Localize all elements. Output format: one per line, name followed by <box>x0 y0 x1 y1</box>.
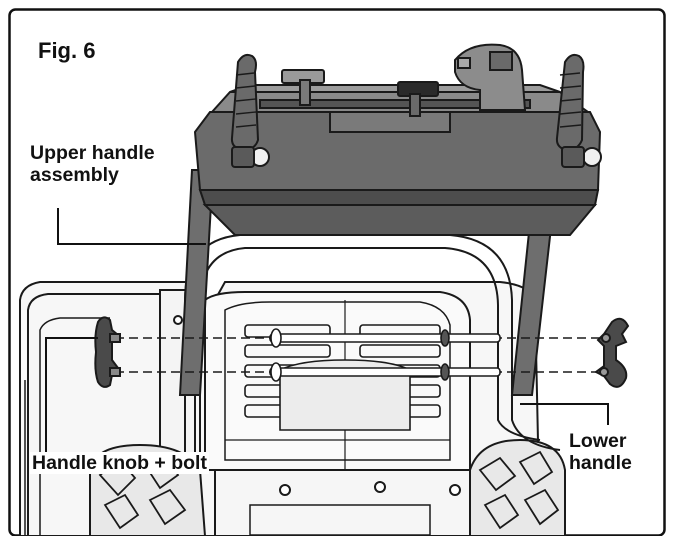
left-knob-icon <box>94 316 121 388</box>
bolts <box>269 328 501 382</box>
chassis-base <box>214 469 471 536</box>
upper-handle-assembly-label: Upper handle assembly <box>30 142 155 187</box>
upper-handle-label-line2: assembly <box>30 164 119 187</box>
control-levers <box>281 43 527 117</box>
alignment-dashes <box>115 337 610 373</box>
left-hand-grip <box>230 53 260 152</box>
engine-shroud <box>204 291 471 471</box>
leader-lines <box>45 208 609 455</box>
pivot-knobs <box>231 146 602 168</box>
handle-knob-bolt-label: Handle knob + bolt <box>30 452 209 475</box>
lower-handle-label-line2: handle <box>569 452 632 475</box>
upper-handle-label-line1: Upper handle <box>30 142 155 164</box>
lower-handle-label-line1: Lower <box>569 430 627 452</box>
lower-handle-label: Lower handle <box>569 430 632 475</box>
control-panel <box>193 84 602 236</box>
figure-title: Fig. 6 <box>38 38 96 63</box>
right-wheel <box>469 438 566 536</box>
right-hand-grip <box>555 53 585 152</box>
right-knob-icon <box>594 317 630 388</box>
